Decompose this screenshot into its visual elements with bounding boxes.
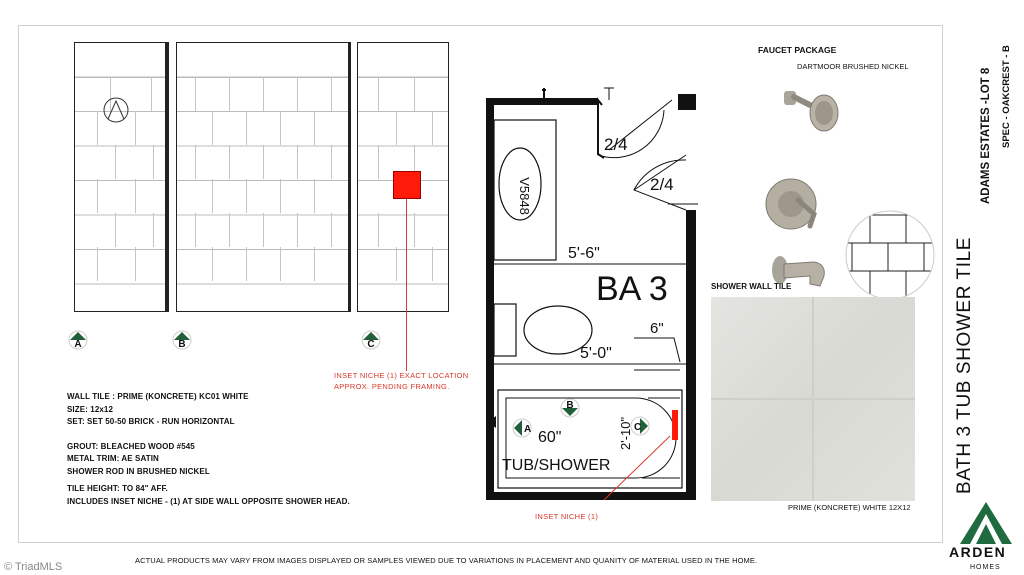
faucet-name: DARTMOOR BRUSHED NICKEL	[797, 62, 909, 71]
niche-leader-line	[406, 199, 407, 371]
spec-block: WALL TILE : PRIME (KONCRETE) KC01 WHITE …	[67, 391, 350, 508]
elevation-c-wall	[357, 42, 449, 312]
niche-note-line-1: INSET NICHE (1) EXACT LOCATION	[334, 371, 469, 380]
shower-head-image	[784, 91, 839, 132]
niche-note-line-2: APPROX. PENDING FRAMING.	[334, 382, 450, 391]
plan-marker-c: C	[630, 416, 650, 436]
logo-name: ARDEN	[949, 544, 1007, 560]
faucet-heading: FAUCET PACKAGE	[758, 45, 837, 55]
tub-spout-image	[772, 256, 825, 287]
svg-text:C: C	[367, 339, 374, 350]
floor-plan: V5848 2/4 2/4 5'-6" BA 3 6" 5'-0" 60" TU…	[486, 87, 698, 501]
project-spec: SPEC - OAKCREST - B	[1001, 45, 1012, 148]
spec-set: SET: SET 50-50 BRICK - RUN HORIZONTAL	[67, 417, 235, 426]
spec-grout: GROUT: BLEACHED WOOD #545	[67, 441, 195, 451]
sheet-title: BATH 3 TUB SHOWER TILE	[954, 236, 975, 494]
svg-text:5'-0": 5'-0"	[580, 345, 612, 362]
spec-wall-tile: WALL TILE : PRIME (KONCRETE) KC01 WHITE	[67, 392, 249, 401]
svg-text:TUB/SHOWER: TUB/SHOWER	[502, 457, 610, 474]
svg-text:2/4: 2/4	[650, 175, 674, 194]
plan-niche-label: INSET NICHE (1)	[535, 512, 599, 521]
elevation-a-edge	[165, 42, 169, 312]
valve-trim-image	[765, 178, 817, 230]
svg-text:60": 60"	[538, 429, 561, 446]
spec-shower-rod: SHOWER ROD IN BRUSHED NICKEL	[67, 466, 210, 476]
spec-metal-trim: METAL TRIM: AE SATIN	[67, 454, 159, 463]
elevation-marker-c: C	[361, 330, 381, 350]
svg-text:V5848: V5848	[517, 177, 532, 215]
project-name: ADAMS ESTATES -LOT 8	[980, 67, 992, 204]
spec-tile-height: TILE HEIGHT: TO 84" AFF.	[67, 484, 168, 493]
shower-tile-image	[711, 297, 915, 501]
inset-niche-marker	[393, 171, 421, 199]
elevation-marker-b: B	[172, 330, 192, 350]
elevation-a-wall	[74, 42, 167, 312]
svg-text:2'-10": 2'-10"	[618, 416, 633, 450]
svg-text:C: C	[634, 422, 641, 433]
logo-sub: HOMES	[970, 564, 1001, 571]
niche-note: INSET NICHE (1) EXACT LOCATION APPROX. P…	[334, 370, 468, 392]
watermark: © TriadMLS	[4, 561, 63, 573]
elevation-b-edge	[348, 42, 351, 312]
disclaimer: ACTUAL PRODUCTS MAY VARY FROM IMAGES DIS…	[135, 556, 758, 565]
svg-text:2/4: 2/4	[604, 135, 628, 154]
room-label: BA 3	[596, 270, 668, 308]
plan-marker-b: B	[560, 398, 580, 418]
spec-size: SIZE: 12x12	[67, 404, 114, 414]
shower-tile-caption: PRIME (KONCRETE) WHITE 12X12	[788, 503, 911, 512]
svg-text:5'-6": 5'-6"	[568, 245, 600, 262]
svg-text:A: A	[524, 424, 531, 435]
svg-text:6": 6"	[650, 320, 664, 337]
tile-pattern-swatch	[845, 210, 935, 300]
spec-includes: INCLUDES INSET NICHE - (1) AT SIDE WALL …	[67, 496, 350, 506]
plan-marker-a: A	[512, 418, 532, 438]
svg-text:B: B	[178, 339, 185, 350]
sheet-frame	[18, 25, 943, 543]
shower-tile-heading: SHOWER WALL TILE	[711, 282, 792, 291]
svg-text:A: A	[74, 339, 81, 350]
arden-logo-mark	[960, 502, 1012, 544]
elevation-marker-a: A	[68, 330, 88, 350]
shower-head-symbol	[103, 97, 129, 123]
svg-text:B: B	[566, 400, 573, 411]
elevation-b-wall	[176, 42, 350, 312]
